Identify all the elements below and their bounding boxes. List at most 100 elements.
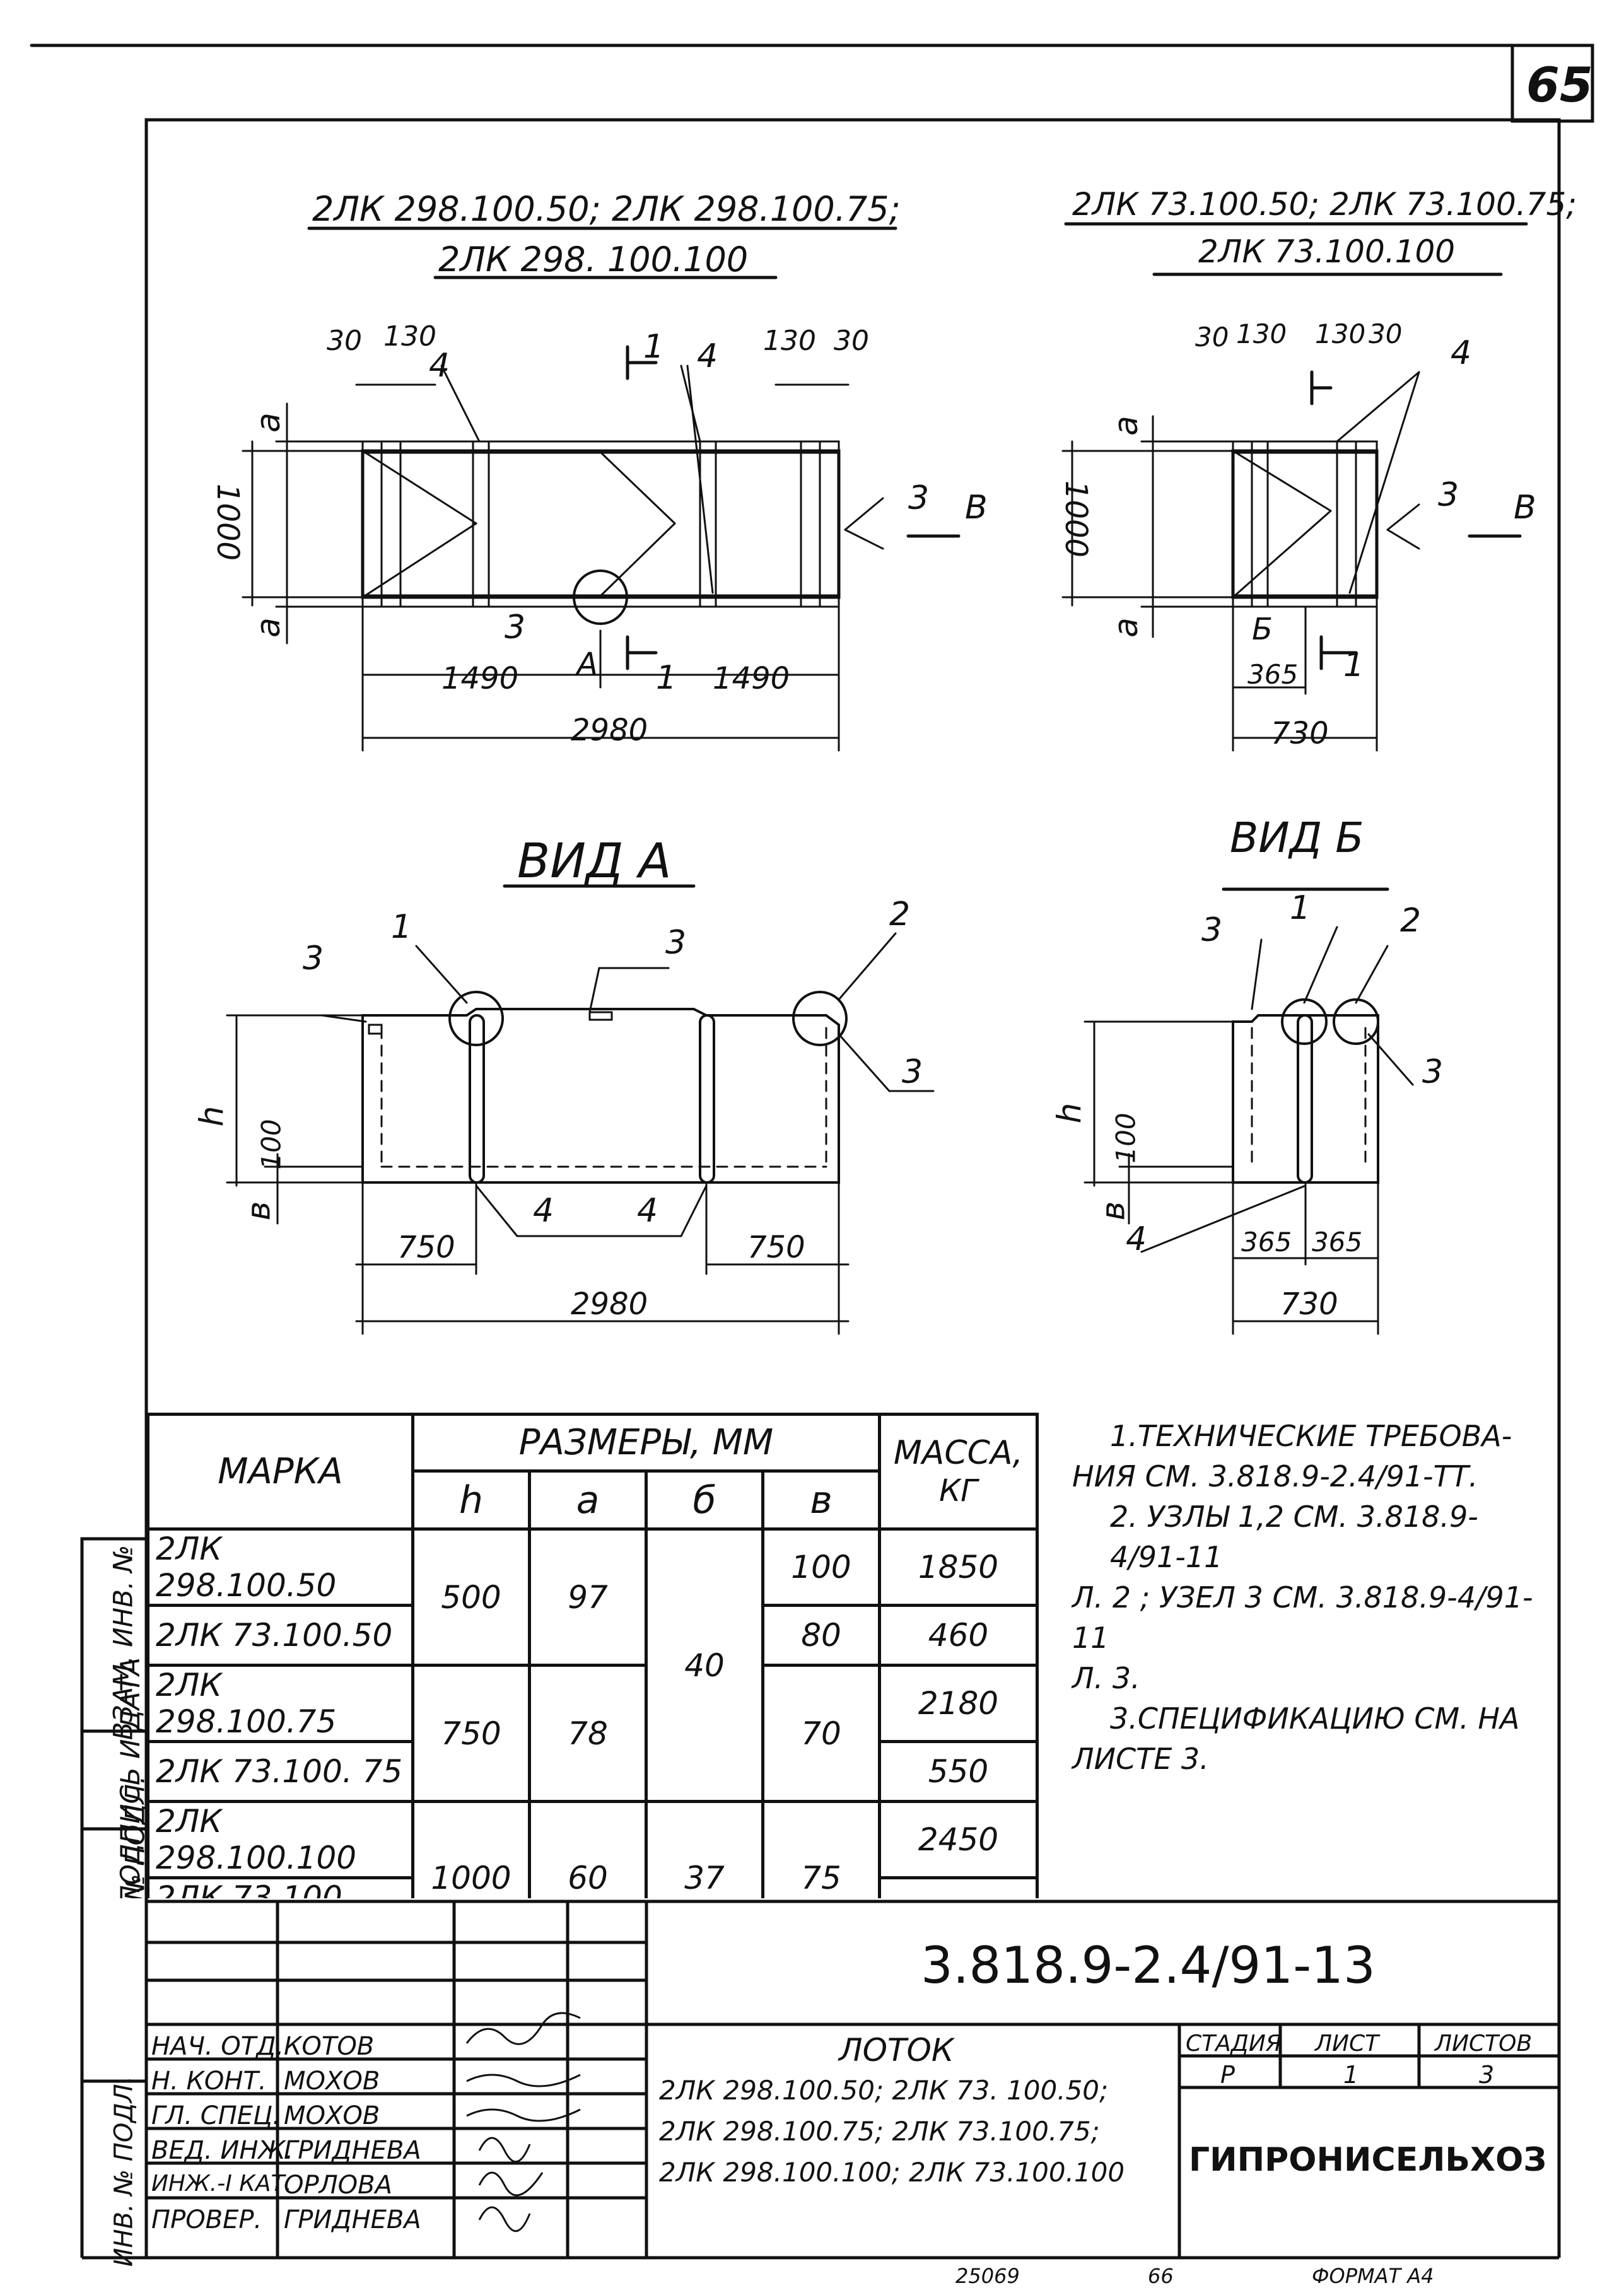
tr-dim-30: 30: [1195, 322, 1229, 353]
table-row-mark: 2ЛК 298.100.50: [146, 1527, 414, 1607]
cell-h: 750: [411, 1664, 531, 1803]
cell-h: 500: [411, 1527, 531, 1667]
staff-name: ОРЛОВА: [284, 2171, 392, 2200]
product-marks-line1: 2ЛК 298.100.50; 2ЛК 73. 100.50;: [659, 2075, 1109, 2106]
tl-callout-3: 3: [908, 479, 930, 517]
th-mass-line2: КГ: [939, 1473, 978, 1509]
tr-dim-730: 730: [1271, 716, 1329, 751]
vb-callout-3b: 3: [1422, 1053, 1444, 1091]
staff-role: ВЕД. ИНЖ.: [151, 2136, 294, 2165]
note-2-line2: Л. 2 ; УЗЕЛ 3 СМ. 3.818.9-4/91-11: [1072, 1580, 1533, 1655]
sheet-value: 1: [1343, 2061, 1359, 2089]
va-dim-2980: 2980: [571, 1287, 648, 1322]
note-2-line1: 2. УЗЛЫ 1,2 СМ. 3.818.9-4/91-11: [1110, 1500, 1478, 1574]
staff-role: НАЧ. ОТД.: [151, 2032, 284, 2061]
th-h: h: [411, 1469, 531, 1531]
tl-section-1-bot: 1: [656, 659, 677, 697]
note-1-line1: 1.ТЕХНИЧЕСКИЕ ТРЕБОВА-: [1110, 1419, 1512, 1453]
staff-role: Н. КОНТ.: [151, 2067, 267, 2096]
cell-a: 78: [528, 1664, 648, 1803]
tr-dim-365: 365: [1247, 659, 1299, 690]
footer-page: 66: [1148, 2264, 1174, 2288]
vb-callout-3a: 3: [1201, 911, 1223, 949]
view-b-title: ВИД Б: [1230, 814, 1364, 862]
notes: 1.ТЕХНИЧЕСКИЕ ТРЕБОВА- НИЯ СМ. 3.818.9-2…: [1072, 1416, 1551, 1779]
tl-callout-4b: 4: [697, 337, 718, 375]
th-mass-line1: МАССА,: [893, 1433, 1024, 1472]
note-3-line2: ЛИСТЕ 3.: [1072, 1742, 1209, 1776]
cell-v: 70: [761, 1664, 881, 1803]
staff-name: ГРИДНЕВА: [284, 2205, 421, 2234]
cell-v: 100: [761, 1527, 881, 1607]
tl-dim-1490-right: 1490: [713, 661, 790, 696]
va-callout-4b: 4: [637, 1192, 658, 1230]
tl-arrow-a-label: A: [577, 646, 598, 682]
va-callout-1: 1: [391, 908, 412, 946]
top-left-title-line2: 2ЛК 298. 100.100: [438, 240, 749, 279]
va-callout-3c: 3: [902, 1053, 923, 1091]
tl-section-1-top: 1: [643, 328, 665, 366]
tl-callout-3-bottom: 3: [505, 609, 526, 646]
tl-dim-2980: 2980: [571, 713, 648, 748]
cell-mass: 550: [878, 1740, 1039, 1803]
staff-name: КОТОВ: [284, 2032, 375, 2061]
th-sizes: РАЗМЕРЫ, ММ: [411, 1413, 881, 1473]
note-1-line2: НИЯ СМ. 3.818.9-2.4/91-ТТ.: [1072, 1459, 1478, 1493]
stage-value: Р: [1220, 2061, 1235, 2089]
top-left-title-line1: 2ЛК 298.100.50; 2ЛК 298.100.75;: [312, 189, 901, 229]
table-row-mark: 2ЛК 298.100.100: [146, 1800, 414, 1879]
staff-role: ГЛ. СПЕЦ.: [151, 2101, 281, 2130]
table-row-mark: 2ЛК 73.100.50: [146, 1604, 414, 1667]
vb-dim-730: 730: [1280, 1287, 1338, 1322]
sheets-label: ЛИСТОВ: [1435, 2031, 1533, 2057]
staff-role: ИНЖ.-I КАТ.: [151, 2171, 292, 2197]
va-dim-750-right: 750: [747, 1230, 805, 1265]
tl-dim-30b: 30: [834, 325, 869, 357]
tr-dim-130: 130: [1236, 318, 1287, 349]
th-v: в: [761, 1469, 881, 1531]
cell-a: 97: [528, 1527, 648, 1667]
note-2-line3: Л. 3.: [1072, 1661, 1140, 1695]
tr-arrow-b-label: Б: [1252, 612, 1273, 647]
th-a: a: [528, 1469, 648, 1531]
cell-v: 80: [761, 1604, 881, 1667]
vb-callout-4: 4: [1126, 1220, 1147, 1258]
table-row-mark: 2ЛК 73.100. 75: [146, 1740, 414, 1803]
doc-code: 3.818.9-2.4/91-13: [921, 1936, 1376, 1995]
tr-view-b-arrow-label: B: [1514, 489, 1536, 527]
th-mass: МАССА, КГ: [878, 1413, 1039, 1531]
tl-view-b-arrow-label: B: [965, 489, 988, 527]
sheet-number: 65: [1526, 57, 1593, 113]
cell-mass: 2180: [878, 1664, 1039, 1743]
sheet-label: ЛИСТ: [1315, 2031, 1379, 2057]
staff-name: ГРИДНЕВА: [284, 2136, 421, 2165]
va-callout-3b: 3: [665, 924, 687, 962]
tl-dim-30: 30: [327, 325, 362, 357]
organization: ГИПРОНИСЕЛЬХОЗ: [1189, 2141, 1547, 2179]
va-callout-4a: 4: [533, 1192, 554, 1230]
tl-callout-4a: 4: [429, 347, 450, 385]
sheets-value: 3: [1479, 2061, 1495, 2089]
cell-mass: 460: [878, 1604, 1039, 1667]
vb-dim-365-right: 365: [1312, 1227, 1363, 1258]
table-row-mark: 2ЛК 298.100.75: [146, 1664, 414, 1743]
product-marks-line3: 2ЛК 298.100.100; 2ЛК 73.100.100: [659, 2157, 1125, 2188]
va-callout-3a: 3: [303, 940, 324, 978]
top-right-title-line1: 2ЛК 73.100.50; 2ЛК 73.100.75;: [1072, 186, 1577, 223]
view-a-title: ВИД А: [517, 832, 672, 889]
top-right-title-line2: 2ЛК 73.100.100: [1198, 233, 1456, 270]
staff-role: ПРОВЕР.: [151, 2205, 262, 2234]
side-stamp-inv-podl-2: ИНВ. № ПОДЛ.: [109, 2075, 139, 2267]
cell-d: 40: [645, 1527, 764, 1803]
tr-dim-30b: 30: [1369, 318, 1403, 349]
tl-dim-1490-left: 1490: [441, 661, 519, 696]
vb-callout-2: 2: [1400, 902, 1422, 940]
stage-label: СТАДИЯ: [1186, 2031, 1282, 2057]
vb-dim-365-left: 365: [1241, 1227, 1292, 1258]
product-marks-line2: 2ЛК 298.100.75; 2ЛК 73.100.75;: [659, 2116, 1100, 2147]
tl-dim-130: 130: [383, 320, 436, 353]
tr-section-1: 1: [1343, 646, 1365, 684]
note-3-line1: 3.СПЕЦИФИКАЦИЮ СМ. НА: [1110, 1701, 1520, 1736]
footer-number: 25069: [955, 2264, 1020, 2288]
